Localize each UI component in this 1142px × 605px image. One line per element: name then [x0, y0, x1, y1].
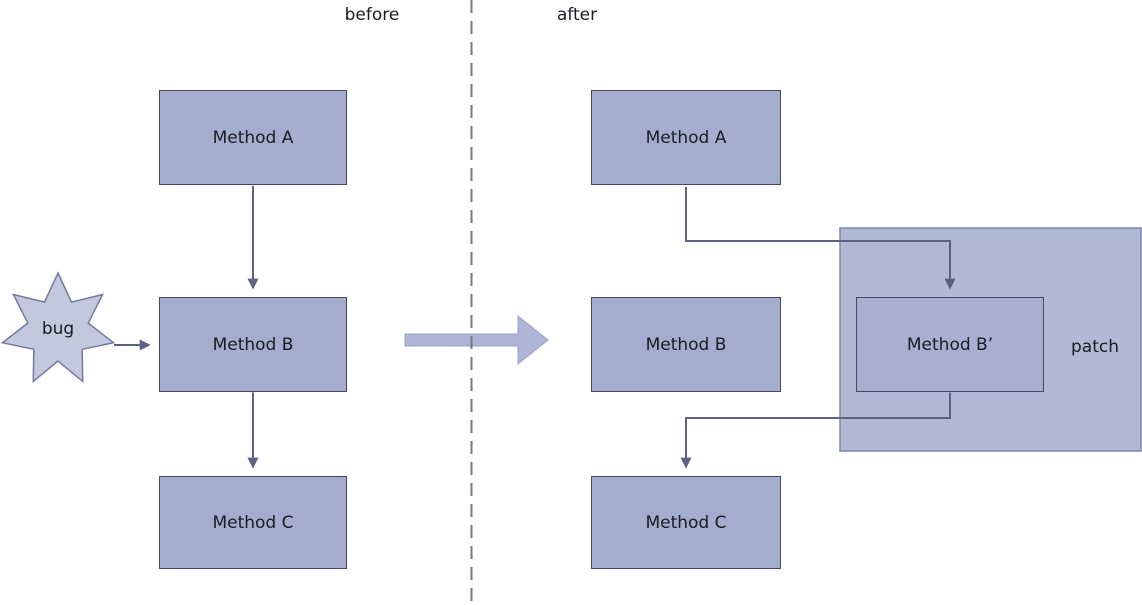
after-method-a-box: Method A — [591, 90, 781, 185]
bug-label: bug — [41, 319, 75, 339]
before-method-c-box: Method C — [159, 476, 347, 569]
before-section-label: before — [344, 5, 400, 25]
connector-after-bprime-to-c — [680, 392, 951, 469]
before-method-a-box: Method A — [159, 90, 347, 185]
connector-after-a-to-bprime — [685, 187, 956, 290]
transition-arrow — [404, 314, 549, 366]
after-method-b-prime-box: Method B’ — [856, 297, 1044, 392]
after-method-b-box: Method B — [591, 297, 781, 392]
before-method-b-box: Method B — [159, 297, 347, 392]
after-method-c-box: Method C — [591, 476, 781, 569]
bug-star-shape — [0, 271, 116, 384]
patch-label: patch — [1071, 337, 1119, 357]
after-section-label: after — [556, 5, 598, 25]
